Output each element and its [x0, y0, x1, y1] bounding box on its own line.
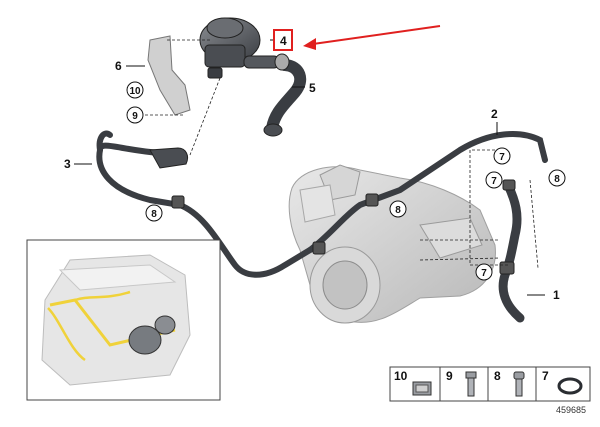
part-label-3: 3 [64, 157, 71, 171]
circled-label-8-left: 8 [145, 204, 163, 222]
coolant-line-1 [498, 179, 525, 323]
small-parts-legend: 10 9 8 7 [389, 366, 591, 402]
circled-callouts: 10 9 8 8 8 7 7 7 [126, 81, 566, 281]
circled-label-9: 9 [126, 106, 144, 124]
circled-label-10: 10 [126, 81, 144, 99]
highlight-annotation [273, 25, 441, 51]
engine-inset [26, 239, 221, 401]
part-label-6: 6 [115, 59, 122, 73]
legend-num-8: 8 [494, 369, 501, 383]
coolant-line-main [96, 130, 548, 278]
reference-number: 459685 [556, 405, 586, 415]
legend-num-10: 10 [394, 369, 408, 383]
red-arrow-icon [303, 38, 316, 50]
legend-num-7: 7 [542, 369, 549, 383]
svg-text:7: 7 [491, 176, 497, 187]
auxiliary-water-pump [199, 17, 290, 79]
part-label-2: 2 [491, 107, 498, 121]
svg-text:8: 8 [395, 205, 401, 216]
bolt-icon [465, 371, 477, 397]
svg-text:7: 7 [481, 268, 487, 279]
coolant-hose-5 [263, 59, 307, 137]
turbocharger-illustration [288, 164, 496, 324]
part-label-4: 4 [280, 34, 287, 48]
legend-num-9: 9 [446, 369, 453, 383]
part-label-1: 1 [553, 288, 560, 302]
circled-label-8-right: 8 [548, 169, 566, 187]
o-ring-icon [557, 377, 583, 395]
circled-label-7-top: 7 [493, 147, 511, 165]
pump-bracket [147, 35, 191, 116]
svg-text:8: 8 [151, 209, 157, 220]
svg-text:8: 8 [554, 174, 560, 185]
assembly-lines [145, 39, 539, 269]
svg-text:10: 10 [129, 86, 141, 97]
part-label-5: 5 [309, 81, 316, 95]
circled-label-7-mid: 7 [485, 171, 503, 189]
svg-text:9: 9 [132, 111, 138, 122]
svg-text:7: 7 [499, 152, 505, 163]
clip-icon [412, 381, 432, 396]
circled-label-7-bottom: 7 [475, 263, 493, 281]
socket-screw-icon [513, 371, 525, 397]
part-callouts: 1 2 3 4 5 6 [64, 34, 560, 302]
circled-label-8-center: 8 [389, 200, 407, 218]
hose-connector [149, 147, 189, 169]
leader-lines [74, 39, 545, 296]
